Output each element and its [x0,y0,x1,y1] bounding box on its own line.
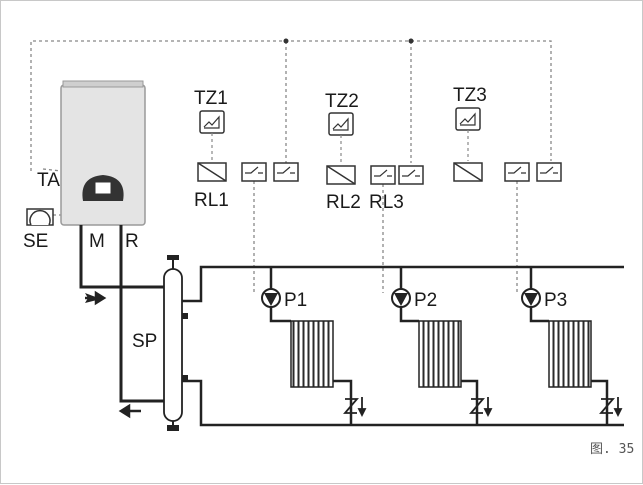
flow-label: M [89,231,105,252]
pump-p3-label: P3 [544,290,567,311]
zone-2-circuit [391,267,493,425]
pump-p1-label: P1 [284,290,307,311]
pump-p2-label: P2 [414,290,437,311]
control-wiring [30,40,552,293]
separator-label: SP [132,331,157,352]
outdoor-sensor-icon [26,208,54,226]
relay-rl2-label: RL2 [326,192,361,213]
pump-p2-icon [391,288,411,308]
radiator-2-icon [418,320,462,388]
radiator-1-icon [290,320,334,388]
relay-rl1-label: RL1 [194,190,229,211]
thermostat-tz1-label: TZ1 [194,88,228,109]
thermostat-tz2-label: TZ2 [325,91,359,112]
zone-1-circuit [261,267,367,425]
figure-number: 图. 35 [590,442,634,457]
boiler [60,80,146,226]
relay-rl3-icon [453,162,562,182]
wiring-junction [283,38,289,44]
boiler-pipes [79,225,166,403]
thermostat-tz3-icon [455,107,481,131]
check-valve-3-icon [599,397,623,418]
se-label: SE [23,231,48,252]
zone-thermostats [199,107,481,136]
radiator-3-icon [548,320,592,388]
check-valve-1-icon [343,397,367,418]
pump-p3-icon [521,288,541,308]
relay-rl3-label: RL3 [369,192,404,213]
return-label: R [125,231,139,252]
ta-label: TA [37,170,60,191]
thermostat-tz2-icon [328,112,354,136]
thermostat-leads [211,130,469,163]
zone-3-circuit [521,267,623,425]
zone-relays [197,162,562,185]
thermostat-tz1-icon [199,110,225,134]
pump-p1-icon [261,288,281,308]
relay-rl2-icon [326,165,424,185]
relay-rl1-icon [197,162,299,182]
check-valve-2-icon [469,397,493,418]
wiring-junction [408,38,414,44]
hydraulic-separator [163,255,188,431]
flow-arrow-icon [85,290,107,306]
thermostat-tz3-label: TZ3 [453,85,487,106]
return-arrow-icon [118,403,141,419]
distribution-pipes [182,265,624,427]
